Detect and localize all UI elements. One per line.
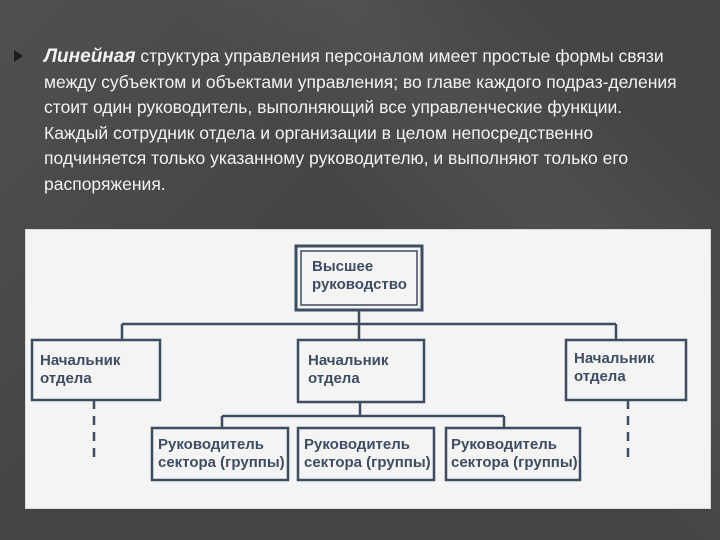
paragraph-body: структура управления персоналом имеет пр… [44, 46, 677, 194]
head-center-box: Начальник отдела [308, 352, 388, 388]
sector-2-frame [296, 426, 436, 482]
sector-1-line1: Руководитель [158, 436, 264, 453]
top-management-box: Высшее руководство [312, 258, 407, 294]
head-right-frame [564, 338, 688, 402]
sector-1-box: Руководитель сектора (группы) [158, 436, 285, 472]
org-chart-connectors [30, 244, 688, 482]
head-left-line1: Начальник [40, 352, 121, 369]
sector-2-line2: сектора (группы) [304, 454, 431, 471]
top-management-line1: Высшее [312, 258, 374, 275]
head-center-line1: Начальник [308, 352, 389, 369]
head-right-line1: Начальник [574, 350, 655, 367]
head-right-box: Начальник отдела [574, 350, 654, 386]
sector-1-frame [150, 426, 290, 482]
head-left-box: Начальник отдела [40, 352, 120, 388]
head-right-line2: отдела [574, 368, 626, 385]
sector-2-line1: Руководитель [304, 436, 410, 453]
sector-3-frame [444, 426, 582, 482]
paragraph-lead-term: Линейная [44, 46, 136, 67]
sector-1-line2: сектора (группы) [158, 454, 285, 471]
top-management-line2: руководство [312, 276, 407, 293]
bullet-arrow-icon [14, 50, 23, 62]
org-chart-figure: Высшее руководство Начальник отдела Нача… [26, 230, 710, 508]
head-left-frame [30, 338, 162, 402]
slide-paragraph: Линейная структура управления персоналом… [44, 44, 684, 197]
head-center-line2: отдела [308, 370, 360, 387]
sector-3-line1: Руководитель [451, 436, 557, 453]
top-box-inner-frame [300, 250, 418, 306]
sector-2-box: Руководитель сектора (группы) [304, 436, 431, 472]
sector-3-box: Руководитель сектора (группы) [451, 436, 578, 472]
head-left-line2: отдела [40, 370, 92, 387]
sector-3-line2: сектора (группы) [451, 454, 578, 471]
